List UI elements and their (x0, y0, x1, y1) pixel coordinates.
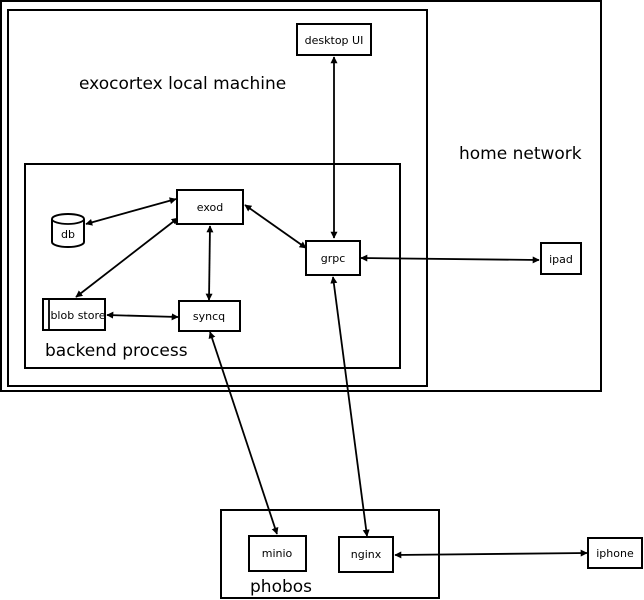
node-desktop-ui: desktop UI (296, 23, 372, 56)
node-exod: exod (176, 189, 244, 225)
node-ipad: ipad (540, 242, 582, 275)
node-label-syncq: syncq (193, 310, 225, 323)
node-label-blob-store: blob store (50, 309, 105, 322)
node-label-exod: exod (197, 201, 223, 214)
edge-exod-db (85, 197, 177, 226)
edge-nginx-iphone (394, 549, 588, 559)
node-label-grpc: grpc (321, 252, 346, 265)
zone-label-local-machine: exocortex local machine (79, 74, 286, 94)
edge-exod-syncq (205, 225, 214, 301)
node-label-ipad: ipad (549, 253, 573, 266)
node-grpc: grpc (305, 240, 361, 276)
node-label-iphone: iphone (596, 547, 634, 560)
zone-label-phobos: phobos (250, 577, 312, 597)
edge-grpc-nginx (330, 276, 370, 537)
node-nginx: nginx (338, 536, 394, 573)
node-label-minio: minio (262, 547, 293, 560)
zone-home-network: home network (0, 0, 602, 392)
node-label-desktop-ui: desktop UI (305, 34, 364, 47)
edge-exod-blob-store (75, 217, 179, 298)
node-blob-store: blob store (42, 298, 106, 331)
node-iphone: iphone (587, 537, 643, 569)
edge-blob-store-syncq (106, 311, 179, 321)
zone-label-backend-process: backend process (45, 341, 188, 361)
edge-exod-grpc (244, 204, 307, 249)
node-minio: minio (248, 535, 307, 572)
node-db: db (51, 213, 85, 248)
node-label-db: db (61, 228, 75, 241)
zone-label-home-network: home network (459, 144, 582, 164)
node-syncq: syncq (178, 300, 241, 332)
node-label-nginx: nginx (351, 548, 382, 561)
edge-grpc-ipad (360, 254, 540, 264)
edge-syncq-minio (208, 331, 279, 535)
